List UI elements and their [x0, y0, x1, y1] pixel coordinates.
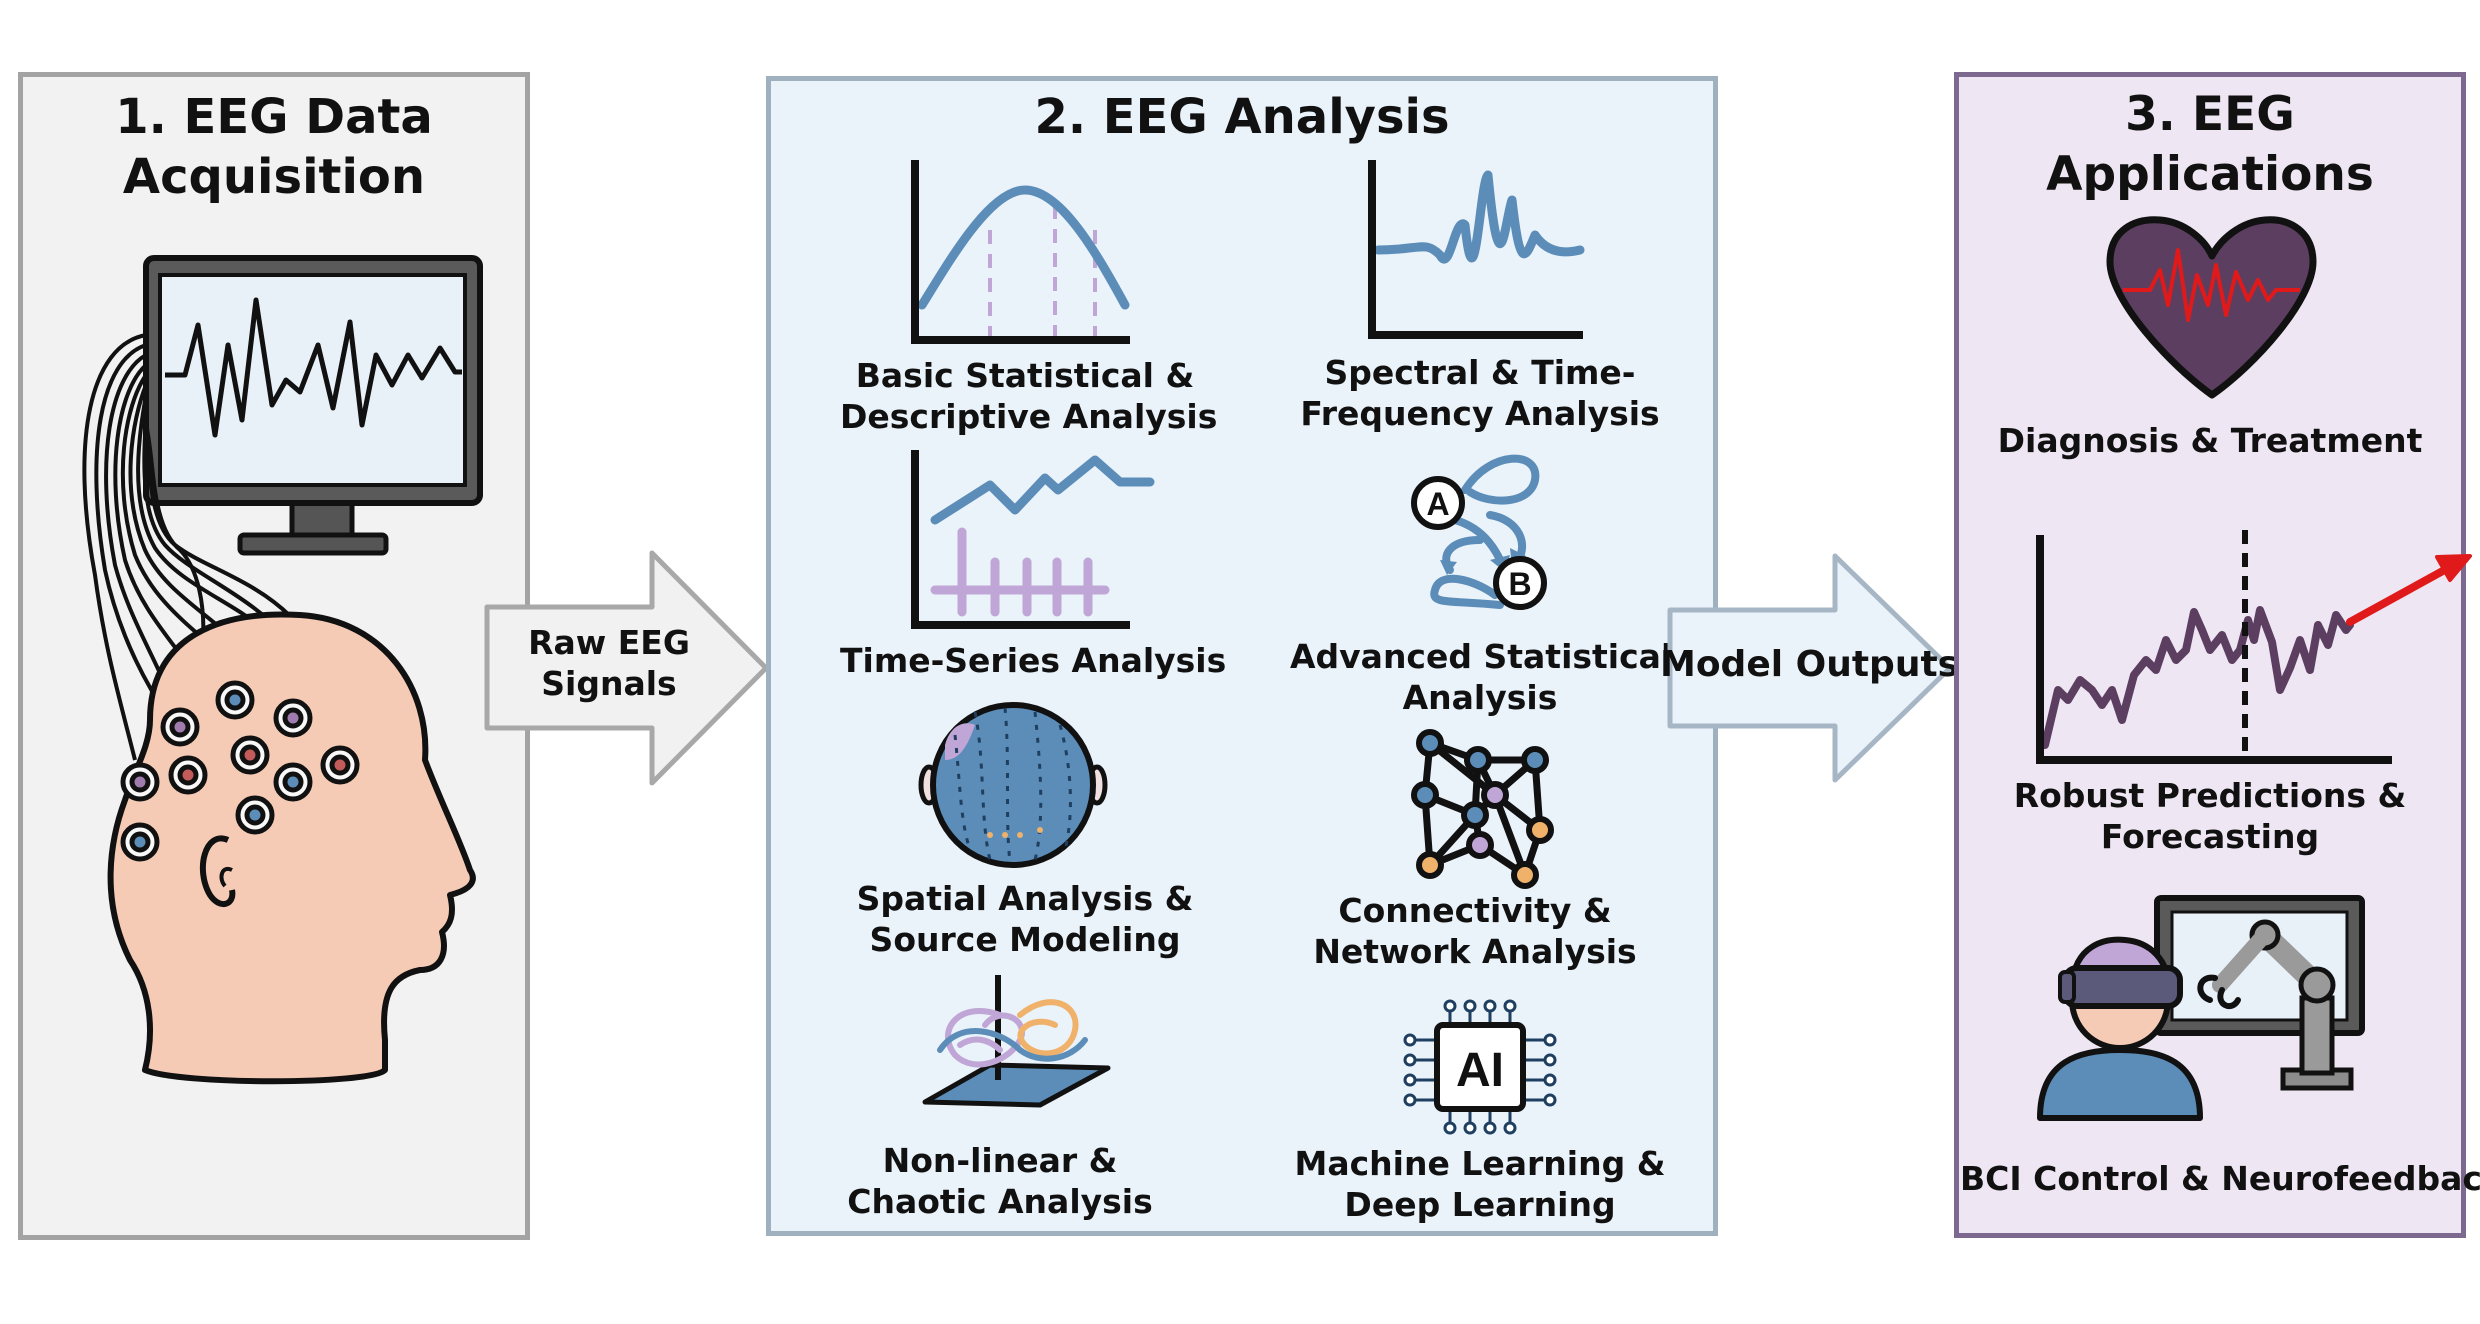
spectral-analysis-label: Spectral & Time- Frequency Analysis — [1300, 352, 1660, 434]
bci-label: BCI Control & Neurofeedback — [1960, 1159, 2480, 1198]
prediction-label: Robust Predictions & Forecasting — [1985, 775, 2435, 857]
spatial-line2: Source Modeling — [869, 920, 1181, 959]
raw-signals-label: Raw EEG Signals — [498, 622, 720, 704]
timeseries-line1: Time-Series Analysis — [840, 641, 1227, 680]
spectral-line2: Frequency Analysis — [1300, 394, 1660, 433]
basic-line1: Basic Statistical & — [855, 356, 1195, 395]
spectral-line1: Spectral & Time- — [1324, 353, 1636, 392]
raw-signals-line1: Raw EEG — [528, 623, 690, 662]
ml-line1: Machine Learning & — [1294, 1144, 1666, 1183]
nonlinear-line1: Non-linear & — [882, 1141, 1118, 1180]
advanced-analysis-label: Advanced Statistical Analysis — [1290, 636, 1673, 718]
prediction-line1: Robust Predictions & — [2013, 776, 2407, 815]
nonlinear-analysis-label: Non-linear & Chaotic Analysis — [840, 1140, 1160, 1222]
spatial-analysis-label: Spatial Analysis & Source Modeling — [840, 878, 1210, 960]
panel-title: 1. EEG Data Acquisition — [23, 87, 525, 207]
spatial-line1: Spatial Analysis & — [856, 879, 1194, 918]
prediction-line2: Forecasting — [2100, 817, 2320, 856]
connectivity-analysis-label: Connectivity & Network Analysis — [1290, 890, 1660, 972]
ml-line2: Deep Learning — [1344, 1185, 1616, 1224]
diagnosis-label: Diagnosis & Treatment — [1997, 421, 2423, 460]
ml-analysis-label: Machine Learning & Deep Learning — [1280, 1143, 1680, 1225]
raw-signals-line2: Signals — [541, 664, 677, 703]
basic-analysis-label: Basic Statistical & Descriptive Analysis — [840, 355, 1218, 437]
basic-line2: Descriptive Analysis — [840, 397, 1218, 436]
panel-title: 3. EEG Applications — [2046, 87, 2374, 202]
connectivity-line2: Network Analysis — [1313, 932, 1637, 971]
timeseries-analysis-label: Time-Series Analysis — [840, 640, 1227, 681]
ai-chip-text: AI — [1456, 1044, 1504, 1097]
connectivity-line1: Connectivity & — [1338, 891, 1612, 930]
panel-analysis: 2. EEG Analysis — [766, 76, 1718, 1236]
node-b-label: B — [1508, 566, 1531, 602]
panel-title-line2: Acquisition — [122, 149, 426, 205]
nonlinear-line2: Chaotic Analysis — [847, 1182, 1153, 1221]
model-outputs-label: Model Outputs — [1660, 644, 1960, 685]
advanced-line2: Analysis — [1402, 678, 1558, 717]
panel-title: 2. EEG Analysis — [1034, 89, 1450, 145]
node-a-label: A — [1426, 486, 1449, 522]
advanced-line1: Advanced Statistical — [1290, 637, 1673, 676]
panel-title-line1: 1. EEG Data — [115, 89, 433, 145]
